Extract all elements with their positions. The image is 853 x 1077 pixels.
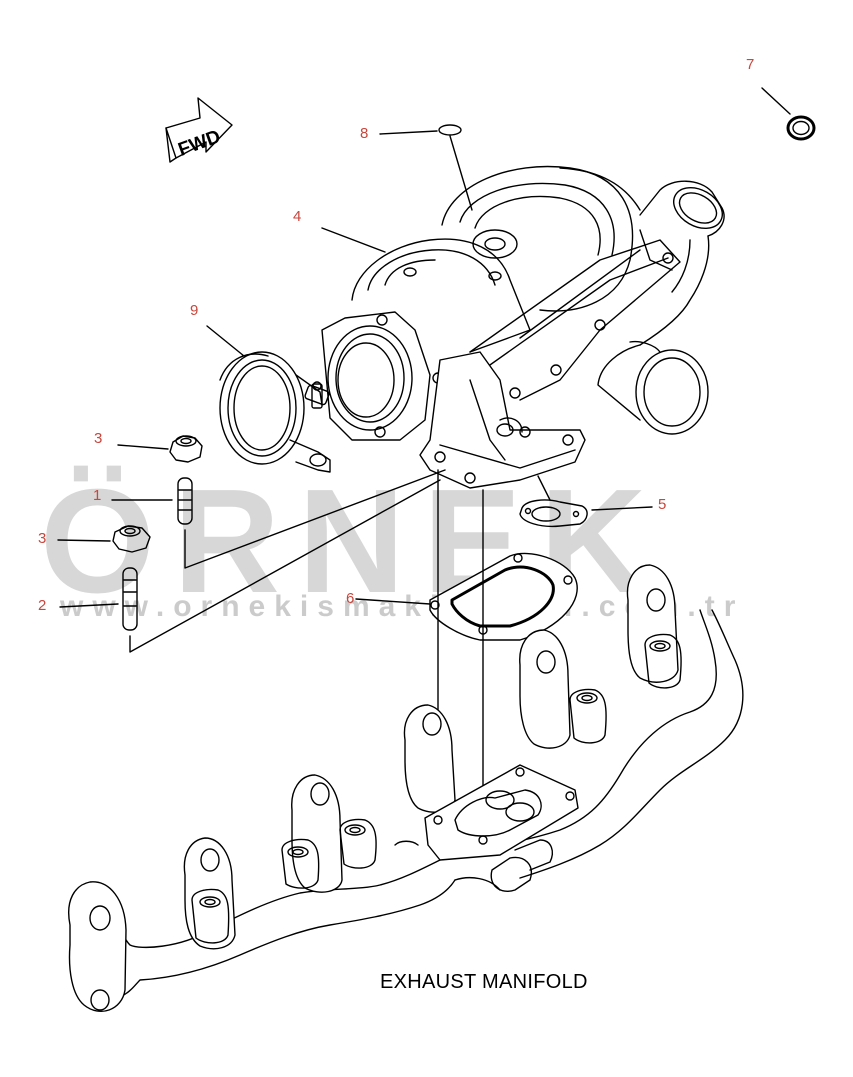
callout-3-upper: 3: [94, 430, 103, 447]
diagram-caption: EXHAUST MANIFOLD: [380, 971, 588, 993]
callout-8: 8: [360, 125, 369, 142]
callout-6: 6: [346, 590, 355, 607]
exhaust-manifold: [68, 564, 744, 1013]
gasket-6: [355, 469, 578, 829]
callout-4: 4: [293, 208, 302, 225]
o-ring-8: [379, 124, 473, 211]
stud-1: [111, 469, 446, 569]
turbocharger-4: [321, 165, 725, 489]
callout-5: 5: [658, 496, 667, 513]
callout-7: 7: [746, 56, 755, 73]
stud-2: [59, 479, 441, 653]
callout-9: 9: [190, 302, 199, 319]
o-ring-7: [761, 87, 816, 141]
callout-1: 1: [93, 487, 102, 504]
watermark-url: www.ornekismakinalari.com.tr: [60, 590, 745, 623]
callout-2: 2: [38, 597, 47, 614]
flange-nut-3b: [57, 525, 151, 553]
gasket-5: [519, 475, 653, 528]
fwd-arrow-icon: FWD: [165, 97, 233, 163]
callout-3-lower: 3: [38, 530, 47, 547]
v-band-clamp-9: [206, 325, 331, 473]
flange-nut-3a: [117, 435, 203, 463]
